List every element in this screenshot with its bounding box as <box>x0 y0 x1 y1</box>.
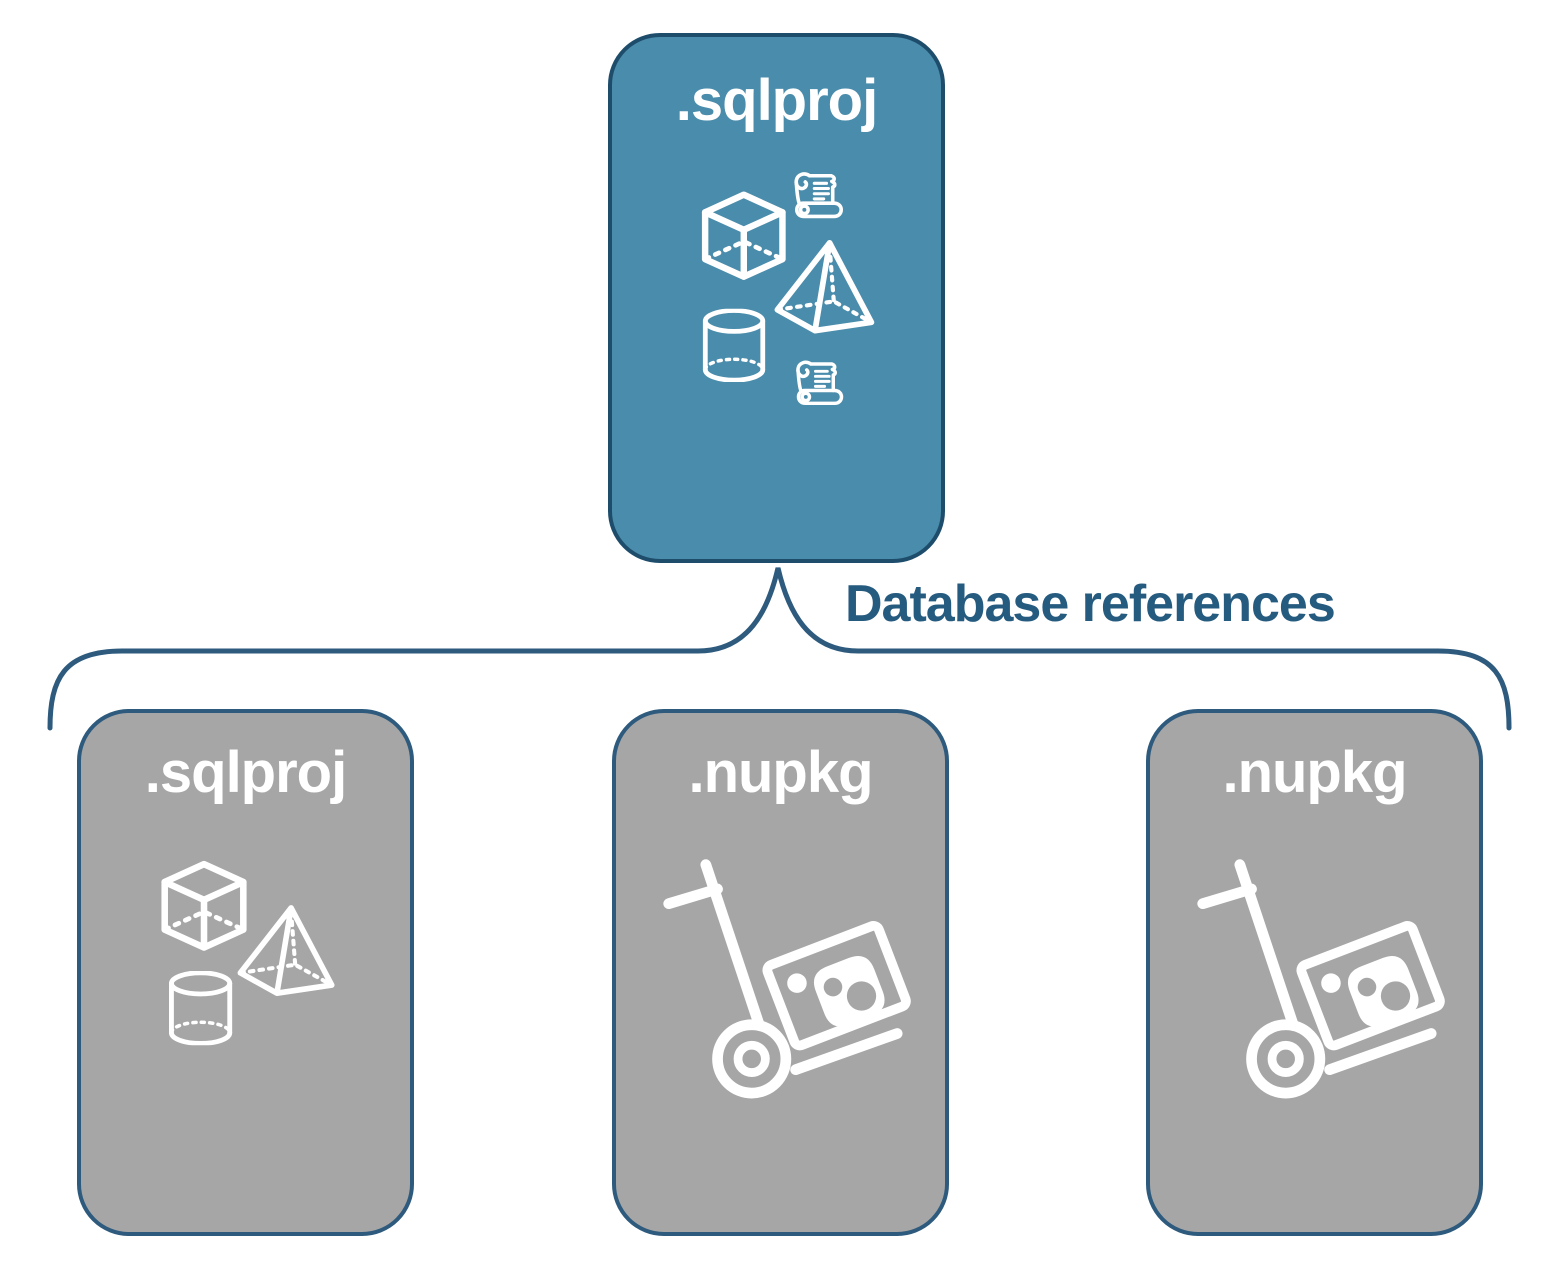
database-references-label: Database references <box>845 575 1336 633</box>
cylinder-icon <box>171 973 229 1044</box>
scroll-icon <box>796 360 844 406</box>
node-title: .nupkg <box>1222 740 1407 805</box>
hand-truck-icon <box>1203 865 1442 1093</box>
cylinder-icon <box>705 311 762 381</box>
cube-icon <box>705 195 782 277</box>
node-title: .sqlproj <box>675 68 878 133</box>
node-sqlproj-parent: .sqlproj <box>608 33 945 563</box>
cube-icon <box>165 864 244 947</box>
node-nupkg-2: .nupkg <box>1146 709 1483 1236</box>
node-nupkg-1: .nupkg <box>612 709 949 1236</box>
pyramid-icon <box>777 243 871 331</box>
brace-connector <box>47 567 1512 731</box>
hand-truck-icon <box>669 865 908 1093</box>
node-title: .nupkg <box>688 740 873 805</box>
pyramid-icon <box>240 908 331 993</box>
node-title: .sqlproj <box>144 740 347 805</box>
scroll-icon <box>794 172 844 219</box>
node-sqlproj-child: .sqlproj <box>77 709 414 1236</box>
